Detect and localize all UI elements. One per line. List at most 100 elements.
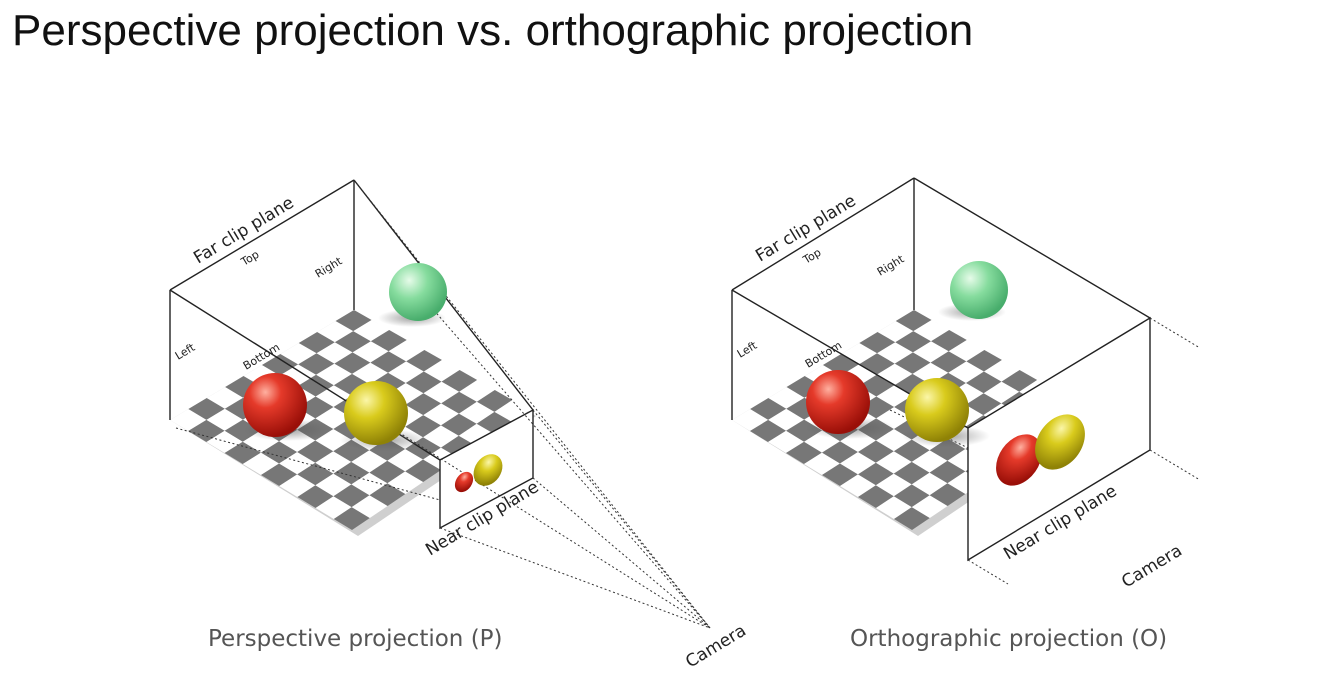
checker-tile (316, 363, 353, 386)
checker-tile (423, 381, 460, 404)
checker-tile (206, 430, 243, 453)
checker-tile (297, 374, 334, 397)
checker-tile (405, 371, 442, 394)
checker-tile (298, 332, 335, 354)
checker-tile (911, 450, 948, 473)
checker-tile (858, 462, 894, 486)
checker-tile (858, 485, 894, 508)
checker-tile (405, 459, 441, 482)
checker-tile (188, 419, 225, 442)
checker-tile (966, 350, 1002, 372)
projection-ray (1149, 449, 1201, 481)
left-label: Left (735, 338, 760, 360)
checker-tile (242, 452, 280, 475)
checker-tile (369, 460, 406, 484)
box-edge (731, 177, 915, 291)
checker-tile (750, 398, 787, 420)
checker-tile (423, 425, 459, 448)
orthographic-diagram: Far clip plane Top Right Left Bottom Nea… (731, 177, 1201, 652)
right-label: Right (313, 254, 345, 280)
checker-tile (912, 362, 949, 385)
perspective-diagram: Far clip plane Top Right Left Bottom Nea… (169, 179, 750, 672)
projection-ray (424, 299, 711, 629)
checker-tile (315, 496, 352, 519)
checker-tile (279, 474, 316, 497)
checker-tile (876, 496, 912, 519)
checker-tile (822, 441, 858, 464)
checker-tile (315, 385, 352, 407)
checker-tile (224, 441, 261, 464)
checker-tile (894, 507, 930, 530)
page-title: Perspective projection vs. orthographic … (12, 6, 974, 55)
checker-tile (786, 441, 822, 464)
checker-tile (822, 463, 858, 486)
checker-tile (388, 340, 425, 362)
checker-tile (351, 472, 388, 496)
checker-tile (297, 485, 334, 508)
checker-tile (351, 450, 388, 473)
checker-tile (441, 435, 477, 458)
checker-tile (459, 401, 495, 424)
checker-tile (494, 400, 530, 422)
projected-yellow-sphere (473, 454, 503, 486)
checker-tile (929, 460, 966, 484)
checker-tile (768, 430, 805, 453)
checker-tile (984, 360, 1020, 382)
checker-tile (351, 495, 388, 518)
checker-tile (352, 362, 389, 385)
checker-tile (929, 483, 966, 506)
checker-tile (206, 408, 243, 431)
checker-tile (877, 342, 913, 364)
frustum-edge (169, 179, 355, 291)
right-label: Right (875, 252, 907, 278)
checker-tile (334, 331, 371, 353)
green-sphere (950, 261, 1008, 319)
checker-tile (913, 341, 949, 363)
checker-tile (369, 483, 406, 506)
checker-tile (333, 507, 370, 530)
checker-tile (261, 463, 298, 486)
left-label: Left (173, 340, 198, 362)
checker-tile (893, 439, 930, 462)
checker-tile (859, 332, 896, 354)
projection-ray (375, 417, 711, 629)
checker-tile (405, 393, 442, 416)
projection-ray (532, 409, 711, 629)
checker-tile (459, 380, 495, 402)
checker-tile (931, 330, 967, 352)
checker-tile (206, 387, 244, 409)
checker-tile (262, 354, 299, 376)
checker-tile (441, 391, 477, 414)
red-sphere (243, 373, 307, 437)
checker-tile (840, 452, 876, 475)
perspective-caption: Perspective projection (P) (208, 626, 503, 652)
checker-tile (170, 409, 207, 431)
checker-tile (476, 411, 513, 434)
checker-tile (804, 452, 840, 475)
checker-tile (895, 331, 932, 353)
checker-tile (333, 484, 370, 508)
checker-tile (913, 320, 950, 342)
checker-tile (858, 440, 894, 463)
green-sphere (389, 263, 447, 321)
checker-tile (983, 381, 1020, 404)
checker-tile (315, 429, 352, 452)
checker-tile (352, 341, 389, 363)
checker-tile (441, 370, 478, 392)
checker-tile (334, 352, 371, 374)
projection-ray (1149, 317, 1201, 349)
top-label: Top (800, 246, 823, 267)
checker-tile (280, 343, 317, 365)
checker-tile (965, 393, 1002, 416)
checker-tile (317, 321, 354, 343)
checker-tile (458, 423, 495, 446)
top-label: Top (238, 248, 261, 269)
checker-tile (353, 320, 390, 342)
checker-tile (370, 351, 407, 373)
checker-tile (405, 415, 441, 438)
orthographic-caption: Orthographic projection (O) (850, 626, 1167, 652)
checker-tile (261, 441, 298, 464)
checker-tile (895, 310, 932, 332)
checker-tile (768, 408, 805, 431)
checker-tile (930, 351, 967, 373)
